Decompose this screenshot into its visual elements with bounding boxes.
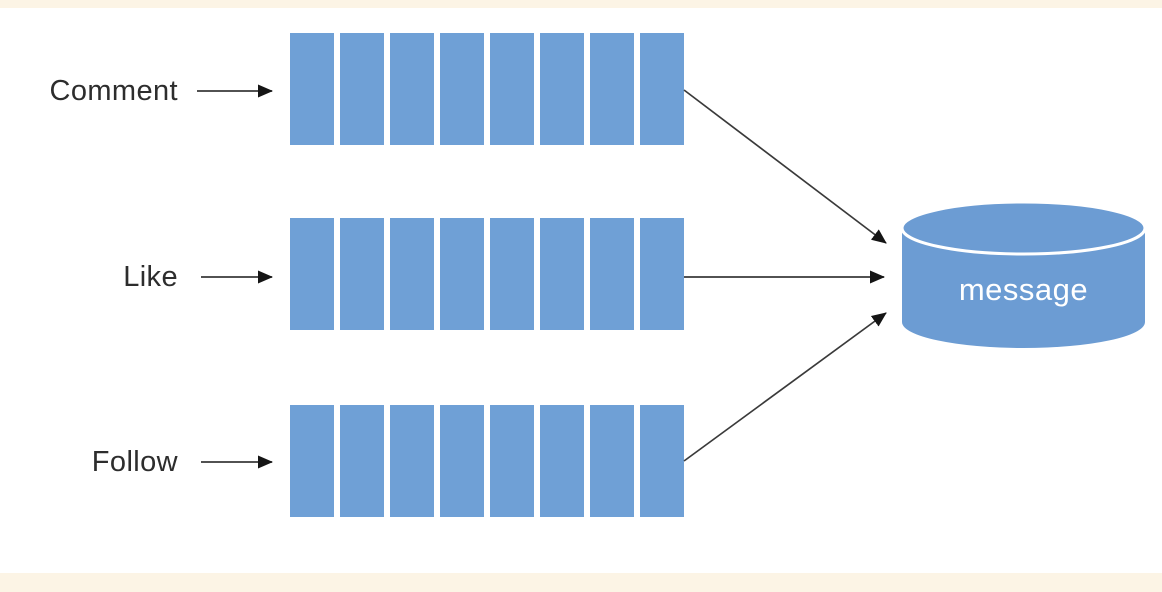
source-label-follow: Follow [91, 446, 178, 478]
sink-label-message: message [958, 272, 1089, 307]
queue-segment [440, 405, 484, 517]
queue-segment [490, 405, 534, 517]
queue-segment [490, 218, 534, 330]
queue-segment [590, 405, 634, 517]
queue-follow [290, 405, 684, 517]
queue-segment [590, 33, 634, 145]
arrow-comment-queue-to-sink [683, 89, 887, 244]
bottom-accent-bar [0, 573, 1162, 592]
top-accent-bar [0, 0, 1162, 8]
queue-segment [390, 405, 434, 517]
queue-segment [290, 33, 334, 145]
source-label-like: Like [123, 261, 178, 293]
queue-segment [390, 218, 434, 330]
queue-like [290, 218, 684, 330]
queue-segment [490, 33, 534, 145]
queue-segment [640, 33, 684, 145]
queue-segment [390, 33, 434, 145]
queue-segment [340, 218, 384, 330]
queue-segment [440, 218, 484, 330]
source-label-comment: Comment [49, 75, 178, 107]
queue-segment [290, 405, 334, 517]
arrow-follow-queue-to-sink [683, 312, 887, 462]
queue-segment [540, 218, 584, 330]
queue-segment [290, 218, 334, 330]
queue-segment [340, 33, 384, 145]
queue-segment [540, 405, 584, 517]
queue-segment [590, 218, 634, 330]
queue-segment [540, 33, 584, 145]
queue-segment [440, 33, 484, 145]
queue-comment [290, 33, 684, 145]
queue-segment [640, 218, 684, 330]
queue-segment [640, 405, 684, 517]
queue-segment [340, 405, 384, 517]
